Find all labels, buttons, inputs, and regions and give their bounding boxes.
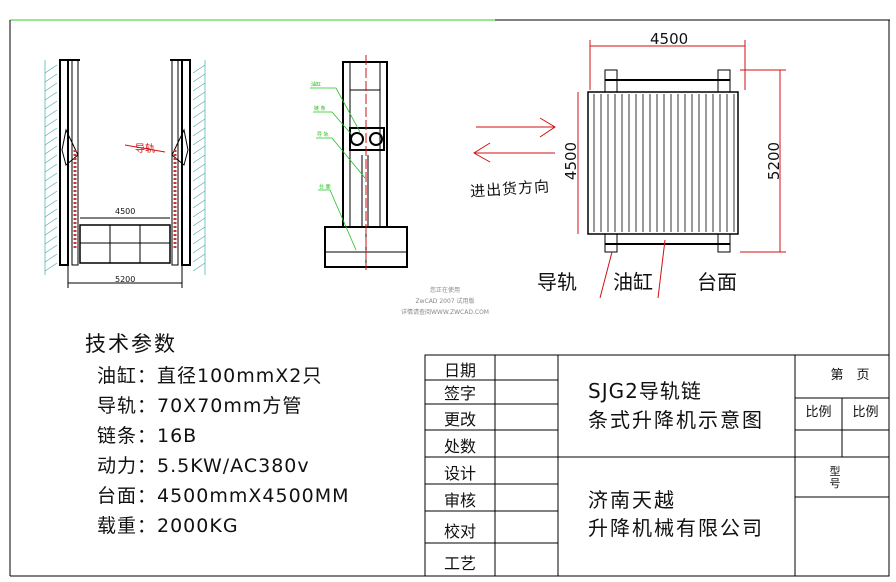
tb-sign: 签字 xyxy=(443,384,476,403)
drawing-title-1: SJG2导轨链 xyxy=(588,379,702,403)
hatch-line xyxy=(44,145,58,155)
hatch-line xyxy=(44,226,58,236)
hatch-line xyxy=(44,181,58,191)
tb-date: 日期 xyxy=(443,361,476,380)
specs-title: 技术参数 xyxy=(85,332,177,356)
hatch-line xyxy=(192,253,206,263)
hatch-line xyxy=(192,127,206,137)
hatch-line xyxy=(192,64,206,74)
hatch-line xyxy=(44,73,58,83)
title-block-grid xyxy=(424,354,890,577)
hatch-line xyxy=(192,145,206,155)
hatch-line xyxy=(192,226,206,236)
tb-design: 设计 xyxy=(443,464,476,483)
hatch-line xyxy=(44,154,58,164)
drawing-title-2: 条式升降机示意图 xyxy=(588,408,764,432)
hatch-line xyxy=(44,208,58,218)
tb-count: 处数 xyxy=(443,437,476,456)
hatch-line xyxy=(44,172,58,182)
plan-label-cylinder: 油缸 xyxy=(613,270,653,294)
plan-label-rail: 导轨 xyxy=(537,270,577,294)
hatch-line xyxy=(192,154,206,164)
hatch-line xyxy=(192,73,206,83)
hatch-line xyxy=(192,136,206,146)
hatch-line xyxy=(44,217,58,227)
spec-item: 链条：16B xyxy=(97,425,198,447)
hatch-line xyxy=(44,100,58,110)
hatch-line xyxy=(192,163,206,173)
hatch-line xyxy=(192,109,206,119)
hatch-line xyxy=(44,235,58,245)
tb-model: 型 号 xyxy=(829,465,841,490)
callout-chain: 链 条 xyxy=(314,106,326,112)
hatch-line xyxy=(192,118,206,128)
callout-cylinder: 油缸 xyxy=(311,82,322,88)
rail-label: 导轨 xyxy=(135,144,155,155)
hatch-line xyxy=(192,208,206,218)
tb-page: 第 页 xyxy=(830,368,870,383)
spec-item: 载重：2000KG xyxy=(97,515,239,537)
hatch-line xyxy=(192,217,206,227)
tb-scale-2: 比例 xyxy=(852,405,879,420)
hatch-line xyxy=(192,235,206,245)
hatch-line xyxy=(44,82,58,92)
tb-process: 工艺 xyxy=(443,554,476,573)
hatch-line xyxy=(44,136,58,146)
tb-review: 审核 xyxy=(443,491,476,510)
callout-platform: 台 面 xyxy=(319,184,331,190)
hatch-line xyxy=(44,64,58,74)
hatch-line xyxy=(44,127,58,137)
plan-label-platform: 台面 xyxy=(697,270,737,294)
plan-dim-top: 4500 xyxy=(650,30,689,48)
tb-scale-1: 比例 xyxy=(805,405,832,420)
direction-arrows xyxy=(473,117,556,163)
dim-outer: 5200 xyxy=(115,275,136,284)
plan-dim-left: 4500 xyxy=(562,141,581,181)
callout-rail: 导 轨 xyxy=(317,132,329,138)
hatch-line xyxy=(192,190,206,200)
hatch-line xyxy=(192,82,206,92)
front-view xyxy=(44,59,206,288)
watermark-2: ZwCAD 2007 试用版 xyxy=(415,298,475,305)
hatch-line xyxy=(192,262,206,272)
spec-item: 导轨：70X70mm方管 xyxy=(97,395,303,417)
side-view xyxy=(310,55,408,270)
company-name-1: 济南天越 xyxy=(588,488,676,512)
watermark-3: 详情请查阅WWW.ZWCAD.COM xyxy=(401,309,489,316)
hatch-line xyxy=(192,181,206,191)
spec-item: 油缸：直径100mmX2只 xyxy=(97,365,323,387)
hatch-line xyxy=(44,199,58,209)
watermark-1: 您正在使用 xyxy=(429,287,460,294)
hatch-line xyxy=(192,199,206,209)
spec-item: 动力：5.5KW/AC380v xyxy=(97,455,310,477)
spec-item: 台面：4500mmX4500MM xyxy=(97,485,350,507)
tb-check: 校对 xyxy=(443,522,476,541)
dim-inner: 4500 xyxy=(115,207,136,216)
company-name-2: 升降机械有限公司 xyxy=(588,516,764,540)
plan-view xyxy=(577,40,786,299)
hatch-line xyxy=(192,172,206,182)
hatch-line xyxy=(44,190,58,200)
hatch-line xyxy=(44,244,58,254)
hatch-line xyxy=(44,91,58,101)
hatch-line xyxy=(192,244,206,254)
hatch-line xyxy=(44,253,58,263)
plan-dim-right: 5200 xyxy=(765,141,784,181)
hatch-line xyxy=(192,91,206,101)
hatch-line xyxy=(44,118,58,128)
hatch-line xyxy=(44,109,58,119)
tb-change: 更改 xyxy=(443,410,476,429)
hatch-line xyxy=(44,163,58,173)
hatch-line xyxy=(44,262,58,272)
hatch-line xyxy=(192,100,206,110)
